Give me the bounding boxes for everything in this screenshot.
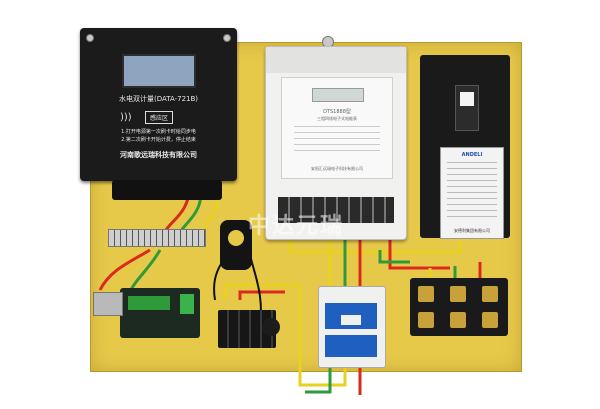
wire-red <box>238 290 285 300</box>
energy-meter-type: 三相四线电子式电能表 <box>317 116 357 121</box>
meter-cable-glands <box>112 180 222 200</box>
power-module-label <box>128 296 170 310</box>
current-transformer <box>220 220 252 270</box>
terminal-screw <box>418 286 434 302</box>
meter-screw <box>223 34 231 42</box>
energy-meter-display <box>312 88 364 102</box>
card-meter: 水电双计量(DATA-721B) ))) 感应区 1.打开电源第一次刷卡时给同步… <box>80 28 237 181</box>
relay-knob <box>262 318 280 336</box>
energy-meter-manufacturer: 安阳汇远瑞电子科技有限公司 <box>311 166 363 171</box>
contactor-blue-panel <box>325 335 377 357</box>
wire-yellow <box>298 300 347 387</box>
wire-green <box>305 360 332 394</box>
meter-lcd-display <box>122 54 196 88</box>
power-module-terminal <box>180 294 194 314</box>
contactor-window <box>341 315 361 325</box>
energy-meter: DTS1888型 三相四线电子式电能表 安阳汇远瑞电子科技有限公司 <box>265 46 407 240</box>
contactor <box>318 286 386 368</box>
breaker-handle <box>460 92 474 106</box>
wire-yellow <box>288 238 462 254</box>
energy-meter-face: DTS1888型 三相四线电子式电能表 安阳汇远瑞电子科技有限公司 <box>281 77 393 179</box>
meter-company: 河南歌远瑞科技有限公司 <box>120 151 197 159</box>
energy-meter-specs <box>294 126 380 156</box>
wire-red <box>98 248 151 291</box>
breaker-company: 安德利集团有限公司 <box>454 228 490 233</box>
energy-meter-terminals <box>278 197 394 223</box>
power-module <box>120 288 200 338</box>
terminal-screw <box>450 286 466 302</box>
terminal-screw <box>482 286 498 302</box>
meter-screw <box>86 34 94 42</box>
meter-instruction: 2.第二次刷卡开始计费，停止结束 <box>121 137 196 143</box>
breaker-label: ANDELI 安德利集团有限公司 <box>440 147 504 239</box>
breaker-brand: ANDELI <box>461 152 483 158</box>
rfid-icon: ))) <box>120 112 132 123</box>
energy-meter-model: DTS1888型 <box>323 109 351 115</box>
power-plug <box>93 292 123 316</box>
terminal-screw <box>482 312 498 328</box>
wire-green <box>128 249 162 293</box>
meter-title: 水电双计量(DATA-721B) <box>118 95 199 103</box>
breaker-toggle <box>455 85 479 131</box>
wire-green <box>378 250 410 264</box>
meter-top-cover <box>266 47 406 73</box>
circuit-breaker: ANDELI 安德利集团有限公司 <box>420 55 510 239</box>
terminal-screw <box>450 312 466 328</box>
breaker-specs <box>447 162 497 222</box>
large-terminal-block <box>410 278 508 336</box>
transformer-hole <box>228 230 244 246</box>
terminal-screw <box>418 312 434 328</box>
watermark: 中达元瑞 <box>248 214 345 239</box>
wire-yellow <box>223 283 302 310</box>
meter-badge: 感应区 <box>145 111 174 124</box>
meter-instruction: 1.打开电源第一次刷卡时给同步电 <box>121 129 196 135</box>
terminal-strip <box>108 229 206 247</box>
